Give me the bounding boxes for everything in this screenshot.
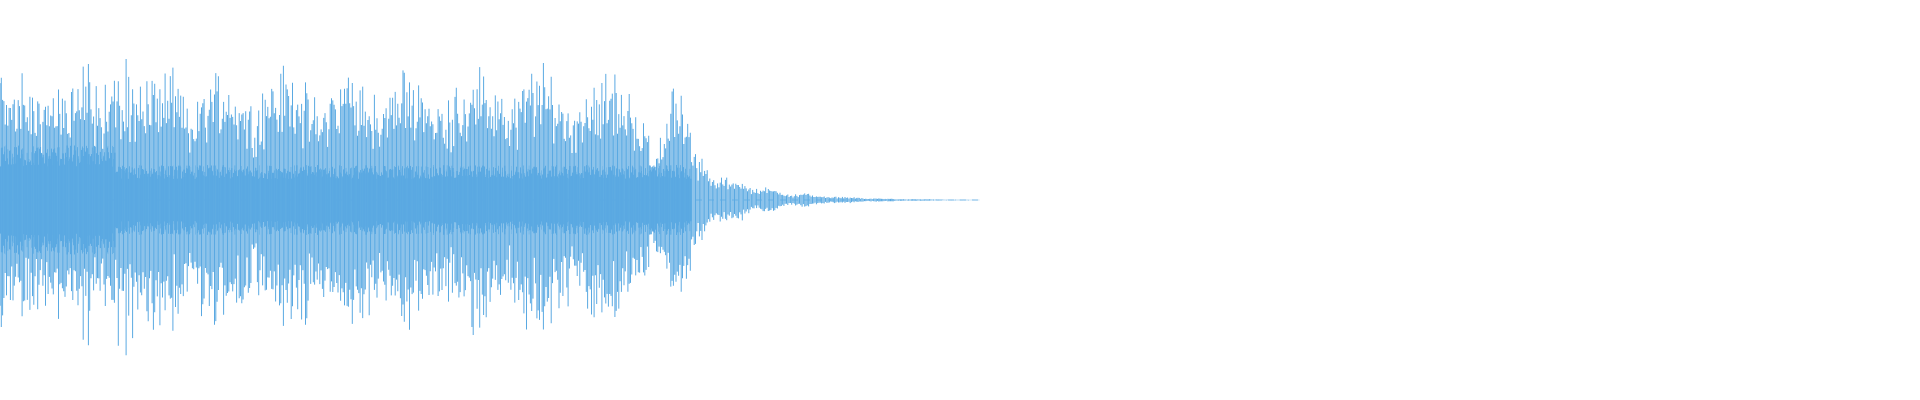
waveform-strokes <box>0 59 980 356</box>
